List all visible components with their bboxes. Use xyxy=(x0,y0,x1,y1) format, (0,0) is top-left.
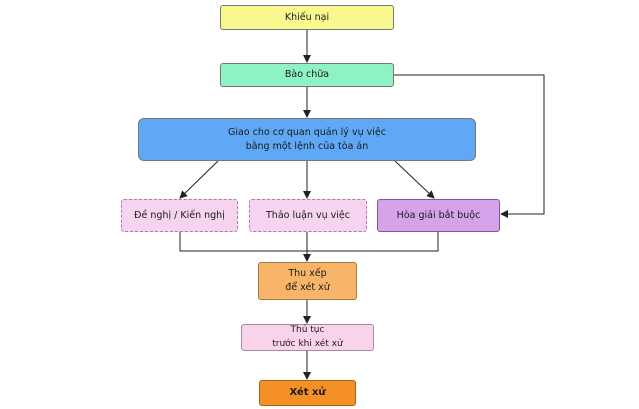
node-case-discussion: Thảo luận vụ việc xyxy=(249,199,367,232)
node-arrange-for-trial: Thu xếp để xét xử xyxy=(258,262,357,300)
node-assign-case-management: Giao cho cơ quan quản lý vụ việc bằng mộ… xyxy=(138,118,476,161)
arrow-assign-to-mediation xyxy=(394,160,435,199)
arrow-defense-to-mediation xyxy=(394,74,545,218)
node-trial: Xét xử xyxy=(259,380,356,406)
arrow-assign-to-proposal xyxy=(179,160,219,199)
node-defense: Bào chữa xyxy=(220,63,394,87)
node-complaint: Khiếu nại xyxy=(220,5,394,30)
node-proposal: Đề nghị / Kiến nghị xyxy=(121,199,238,232)
node-mandatory-mediation: Hòa giải bắt buộc xyxy=(377,199,500,232)
node-pretrial-procedure: Thủ tục trước khi xét xử xyxy=(241,324,374,351)
join-proposal-mediation xyxy=(179,232,439,252)
